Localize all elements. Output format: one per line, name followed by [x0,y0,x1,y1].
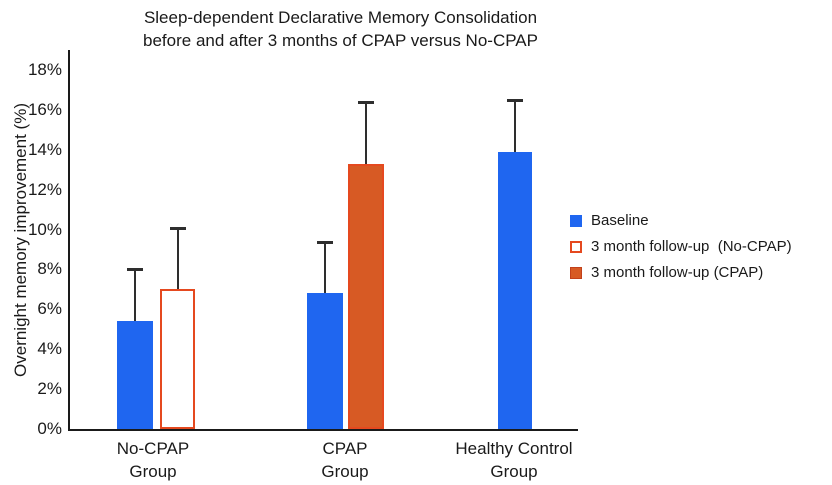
legend-item-baseline: Baseline [570,213,792,229]
bar-baseline-healthy-control-group [498,151,532,429]
y-tick-label: 16% [27,99,62,119]
error-bar [514,99,516,152]
legend-item-followup-no-cpap: 3 month follow-up (No-CPAP) [570,239,792,255]
y-tick-label: 10% [27,219,62,239]
error-bar-cap [127,268,143,272]
chart-title: Sleep-dependent Declarative Memory Conso… [143,8,538,50]
legend-swatch-followup-no-cpap-icon [570,241,582,253]
legend-item-followup-cpap: 3 month follow-up (CPAP) [570,265,792,281]
y-tick-label: 14% [27,139,62,159]
legend-swatch-baseline-icon [570,215,582,227]
error-bar-cap [358,100,374,104]
plot-area [68,50,578,431]
y-tick-label: 6% [37,299,62,319]
legend-label: 3 month follow-up (CPAP) [591,264,764,281]
error-bar-cap [507,98,523,102]
bar-baseline-cpap-group [307,293,343,429]
legend: Baseline 3 month follow-up (No-CPAP) 3 m… [570,213,792,291]
legend-swatch-followup-cpap-icon [570,267,582,279]
x-category-label-cpap-group: CPAP Group [321,439,369,481]
legend-label: Baseline [591,212,649,229]
y-tick-label: 0% [37,419,62,438]
y-tick-label: 4% [37,339,62,359]
error-bar [176,227,179,290]
error-bar-cap [169,226,186,230]
error-bar [365,101,367,164]
bar-3-month-follow-up-no-cpap-no-cpap-group [160,289,195,429]
y-tick-label: 2% [37,379,62,399]
bar-3-month-follow-up-cpap-cpap-group [348,163,384,429]
error-bar [134,269,136,322]
bar-baseline-no-cpap-group [117,321,153,429]
x-category-label-no-cpap-group: No-CPAP Group [116,439,190,481]
legend-label: 3 month follow-up (No-CPAP) [591,238,792,255]
y-tick-label: 12% [27,179,62,199]
error-bar [324,241,326,294]
y-tick-label: 18% [27,59,62,79]
x-category-label-healthy-control-group: Healthy Control Group [455,439,573,481]
y-tick-label: 8% [37,259,62,279]
error-bar-cap [317,240,333,244]
